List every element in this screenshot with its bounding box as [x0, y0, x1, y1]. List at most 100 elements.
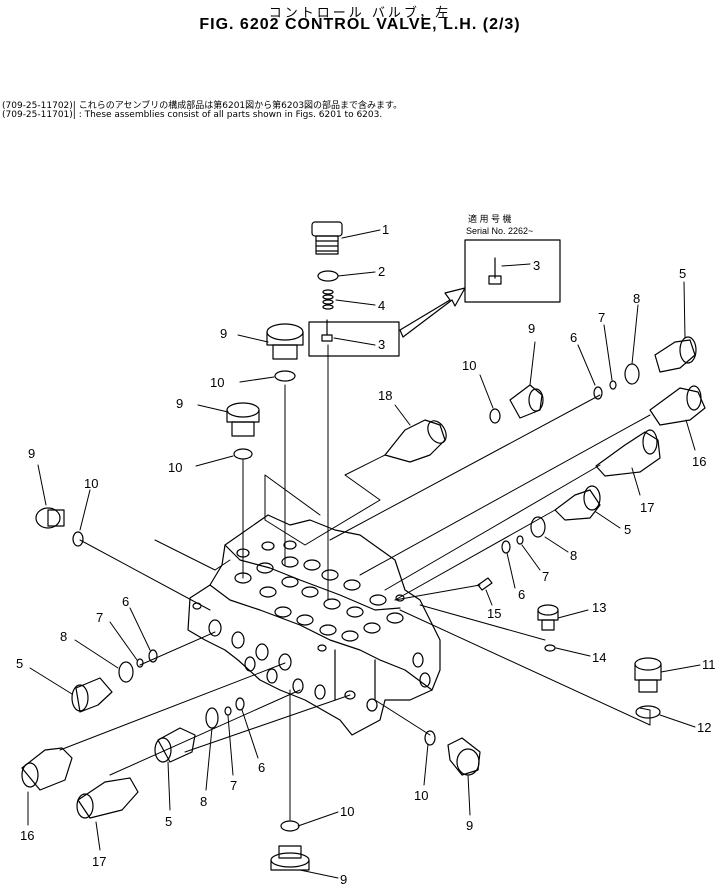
o-ring-6-left [148, 649, 158, 663]
callout-8: 8 [633, 291, 640, 306]
callout-13: 13 [592, 600, 606, 615]
o-ring-10-bottom [280, 820, 300, 832]
note-text: : These assemblies consist of all parts … [78, 110, 383, 120]
o-ring-10-top [274, 370, 296, 382]
ring-7-left [136, 658, 144, 668]
callout-3: 3 [378, 337, 385, 352]
callout-5: 5 [679, 266, 686, 281]
o-ring-8-right-mid [530, 516, 546, 538]
cap-9-upper-left [226, 402, 260, 437]
ring-7-right [609, 380, 617, 390]
ring-7-lower [224, 706, 232, 716]
plug-1 [311, 221, 343, 255]
o-ring-6-lower [235, 697, 245, 711]
callout-9: 9 [528, 321, 535, 336]
callout-17: 17 [92, 854, 106, 869]
callout-14: 14 [592, 650, 606, 665]
callout-box-3 [308, 321, 400, 357]
o-ring-10-upper-left [233, 448, 253, 460]
valve-17-right [595, 429, 661, 477]
callout-8: 8 [200, 794, 207, 809]
spring-4 [322, 289, 334, 310]
plug-13 [537, 604, 559, 631]
note-text: これらのアセンブリの構成部品は第6201図から第6203図の部品まで含みます。 [78, 101, 403, 111]
valve-16-left [21, 747, 73, 791]
callout-7: 7 [230, 778, 237, 793]
o-ring-8-left [118, 661, 134, 683]
serial-callout-3: 3 [533, 258, 540, 273]
callout-2: 2 [378, 264, 385, 279]
callout-7: 7 [542, 569, 549, 584]
note-part-number: (709-25-11702)| [2, 101, 76, 111]
assembly-axis-lines [59, 344, 651, 821]
callout-6: 6 [122, 594, 129, 609]
callout-5: 5 [624, 522, 631, 537]
cap-9-mid [509, 384, 544, 419]
o-ring-14 [544, 644, 556, 652]
ring-7-right-mid [516, 535, 524, 545]
callout-9: 9 [28, 446, 35, 461]
callout-11: 11 [702, 657, 716, 672]
o-ring-6-right [593, 386, 603, 400]
o-ring-2 [317, 270, 339, 282]
plug-5-lower [154, 727, 196, 763]
serial-screw-3 [488, 257, 502, 285]
callout-4: 4 [378, 298, 385, 313]
callout-5: 5 [16, 656, 23, 671]
valve-17-left [76, 777, 139, 819]
callout-17: 17 [640, 500, 654, 515]
o-ring-10-left [72, 531, 84, 547]
callout-7: 7 [598, 310, 605, 325]
o-ring-10-mid [489, 408, 501, 424]
callout-6: 6 [518, 587, 525, 602]
note-line-en: (709-25-11701)| : These assemblies consi… [2, 110, 382, 120]
o-ring-8-right [624, 363, 640, 385]
callout-12: 12 [697, 720, 711, 735]
callout-9: 9 [466, 818, 473, 833]
note-line-jp: (709-25-11702)| これらのアセンブリの構成部品は第6201図から第… [2, 98, 402, 111]
arrow-to-serial-box [399, 287, 466, 338]
plug-5-right-top [654, 336, 697, 373]
callout-10: 10 [414, 788, 428, 803]
cap-9-top [266, 323, 304, 360]
callout-6: 6 [570, 330, 577, 345]
callout-labels: 1 2 4 3 9 10 9 10 9 10 18 10 9 6 7 8 5 1… [16, 213, 716, 885]
callout-10: 10 [462, 358, 476, 373]
figure-title: FIG. 6202 CONTROL VALVE, L.H. (2/3) [199, 16, 521, 33]
callout-15: 15 [487, 606, 501, 621]
serial-label: Serial No. 2262~ [466, 226, 533, 236]
callout-18: 18 [378, 388, 392, 403]
leader-lines [27, 229, 701, 879]
o-ring-10-lower-right [424, 730, 436, 746]
cap-9-left [35, 507, 65, 529]
title-japanese: コントロール バルブ，左 [268, 6, 452, 21]
valve-16-right [649, 385, 706, 426]
callout-9: 9 [220, 326, 227, 341]
serial-jp-label: 適 用 号 機 [468, 213, 512, 224]
callout-10: 10 [340, 804, 354, 819]
plug-5-right-mid [554, 485, 601, 521]
callout-8: 8 [570, 548, 577, 563]
callout-9: 9 [340, 872, 347, 885]
cap-9-lower-right [447, 737, 481, 776]
callout-5: 5 [165, 814, 172, 829]
callout-16: 16 [692, 454, 706, 469]
plug-5-left [71, 677, 113, 713]
serial-box [464, 239, 561, 303]
o-ring-12 [635, 705, 661, 719]
plug-11 [634, 657, 662, 693]
callout-1: 1 [382, 222, 389, 237]
valve-body [187, 514, 441, 736]
callout-16: 16 [20, 828, 34, 843]
callout-10: 10 [168, 460, 182, 475]
callout-8: 8 [60, 629, 67, 644]
cap-9-bottom [270, 845, 310, 871]
note-part-number: (709-25-11701)| [2, 110, 76, 120]
callout-9: 9 [176, 396, 183, 411]
callout-10: 10 [84, 476, 98, 491]
screw-3 [321, 319, 333, 342]
valve-18 [384, 419, 447, 463]
o-ring-8-lower [205, 707, 219, 729]
